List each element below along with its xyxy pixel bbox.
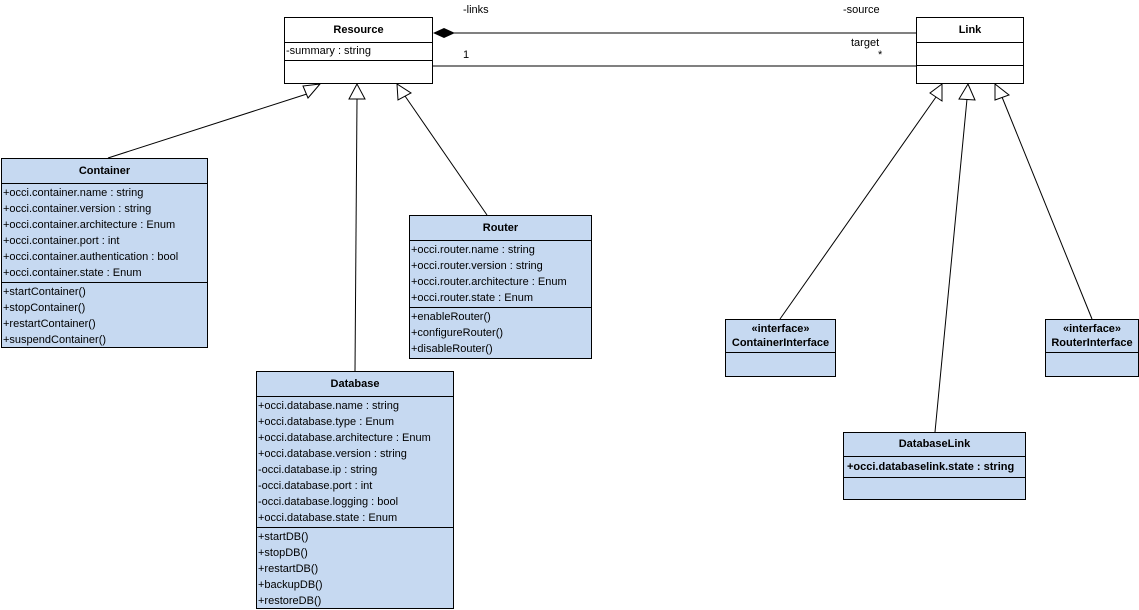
stereotype: «interface» <box>751 323 810 335</box>
database-link-inheritance-arrow <box>958 82 976 101</box>
attribute: +occi.database.state : Enum <box>258 512 398 524</box>
operation: +startContainer() <box>3 286 86 298</box>
attributes-section: +occi.router.name : string +occi.router.… <box>410 241 591 308</box>
operation: +configureRouter() <box>411 327 504 339</box>
target-role-label: target <box>851 37 880 49</box>
attribute: +occi.container.architecture : Enum <box>3 219 176 231</box>
attribute: +occi.databaselink.state : string <box>847 461 1015 473</box>
attributes-section: +occi.container.name : string +occi.cont… <box>2 184 207 283</box>
source-multiplicity-label: 1 <box>463 49 470 61</box>
link-class: Link <box>916 17 1024 84</box>
attribute: +occi.container.authentication : bool <box>3 251 179 263</box>
router-interface-inheritance-arrow <box>994 82 1011 101</box>
attribute: +occi.router.architecture : Enum <box>411 276 567 288</box>
class-name: Container <box>2 159 207 184</box>
operations-section: +startContainer() +stopContainer() +rest… <box>2 283 207 349</box>
class-name: Resource <box>285 18 432 43</box>
operations-section <box>285 61 432 63</box>
attribute: +occi.router.state : Enum <box>411 292 533 304</box>
operation: +restartDB() <box>258 563 319 575</box>
operation: +disableRouter() <box>411 343 493 355</box>
class-name: ContainerInterface <box>731 337 830 349</box>
operation: +restoreDB() <box>258 595 322 607</box>
stereotype: «interface» <box>1062 323 1122 335</box>
router-interface-inheritance-line <box>1001 96 1093 320</box>
database-link-class: DatabaseLink +occi.databaselink.state : … <box>843 432 1026 500</box>
attribute: +occi.database.type : Enum <box>258 416 395 428</box>
database-inheritance-arrow <box>348 82 366 100</box>
attributes-section <box>917 43 1023 66</box>
attribute: +occi.database.architecture : Enum <box>258 432 431 444</box>
attributes-section: -summary : string <box>285 43 432 61</box>
attribute: +occi.router.name : string <box>411 244 535 256</box>
database-inheritance-line <box>354 98 358 372</box>
class-name: Router <box>410 216 591 241</box>
operation: +suspendContainer() <box>3 334 107 346</box>
class-name: Link <box>917 18 1023 43</box>
attribute: -occi.database.port : int <box>258 480 373 492</box>
container-inheritance-line <box>107 92 311 159</box>
attribute: +occi.router.version : string <box>411 260 543 272</box>
attribute: -summary : string <box>286 45 371 57</box>
attributes-section: +occi.databaselink.state : string <box>844 457 1025 478</box>
database-class: Database +occi.database.name : string +o… <box>256 371 454 609</box>
attribute: -occi.database.logging : bool <box>258 496 399 508</box>
class-name: DatabaseLink <box>844 433 1025 457</box>
container-inheritance-arrow <box>302 83 322 99</box>
class-header: «interface» RouterInterface <box>1046 320 1138 353</box>
operation: +stopContainer() <box>3 302 86 314</box>
router-inheritance-arrow <box>396 83 412 101</box>
router-interface-class: «interface» RouterInterface <box>1045 319 1139 377</box>
attribute: +occi.container.version : string <box>3 203 152 215</box>
operation: +startDB() <box>258 531 309 543</box>
container-interface-class: «interface» ContainerInterface <box>725 319 836 377</box>
links-role-label: -links <box>463 4 489 16</box>
database-link-inheritance-line <box>934 98 968 433</box>
class-name: Database <box>257 372 453 397</box>
source-role-label: -source <box>843 4 880 16</box>
operation: +restartContainer() <box>3 318 96 330</box>
container-class: Container +occi.container.name : string … <box>1 158 208 348</box>
operation: +backupDB() <box>258 579 323 591</box>
attribute: +occi.container.state : Enum <box>3 267 142 279</box>
router-inheritance-line <box>404 95 488 216</box>
resource-class: Resource -summary : string <box>284 17 433 84</box>
operation: +stopDB() <box>258 547 308 559</box>
operations-section: +enableRouter() +configureRouter() +disa… <box>410 308 591 358</box>
operations-section: +startDB() +stopDB() +restartDB() +backu… <box>257 528 453 610</box>
target-multiplicity-label: * <box>878 49 883 61</box>
container-interface-inheritance-line <box>779 96 937 320</box>
container-interface-inheritance-arrow <box>929 83 943 102</box>
class-header: «interface» ContainerInterface <box>726 320 835 353</box>
attribute: +occi.container.name : string <box>3 187 144 199</box>
class-name: RouterInterface <box>1051 337 1133 349</box>
router-class: Router +occi.router.name : string +occi.… <box>409 215 592 359</box>
attribute: +occi.database.version : string <box>258 448 407 460</box>
operation: +enableRouter() <box>411 311 491 323</box>
attribute: +occi.container.port : int <box>3 235 120 247</box>
composition-diamond <box>433 28 455 38</box>
attribute: -occi.database.ip : string <box>258 464 378 476</box>
attributes-section: +occi.database.name : string +occi.datab… <box>257 397 453 528</box>
operations-section <box>917 66 1023 68</box>
attribute: +occi.database.name : string <box>258 400 399 412</box>
